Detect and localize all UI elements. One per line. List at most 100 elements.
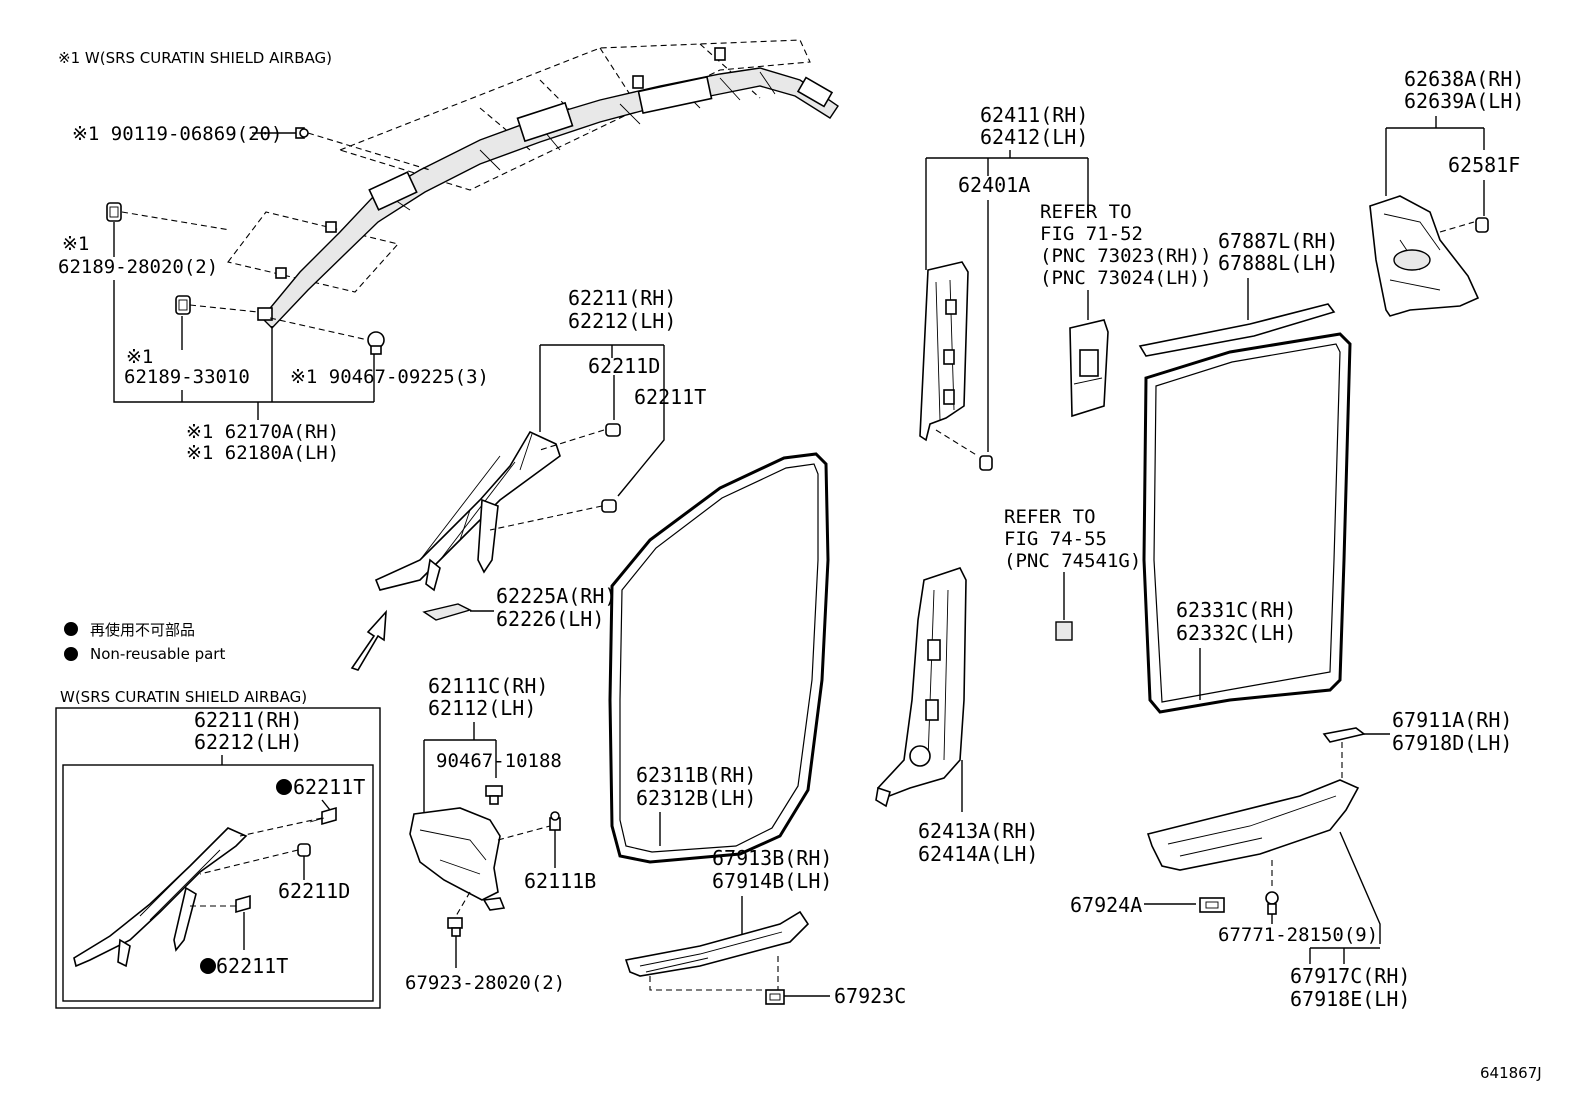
label-62226: 62226(LH) [496, 607, 604, 631]
inset-title: W(SRS CURATIN SHIELD AIRBAG) [60, 688, 307, 706]
label-62211D: 62211D [588, 354, 660, 378]
label-90119-06869: ※1 90119-06869(20) [72, 123, 282, 145]
rear-door-weatherstrip [1142, 332, 1352, 714]
label-62401A: 62401A [958, 173, 1030, 197]
c-pillar-garnish [1369, 195, 1480, 317]
clip-62401A [979, 455, 993, 471]
label-62170A: ※1 62170A(RH) [186, 421, 339, 443]
inset-label-62211T-b: 62211T [216, 954, 288, 978]
label-62111B: 62111B [524, 869, 596, 893]
label-62331C: 62331C(RH) [1176, 598, 1296, 622]
label-90467-10188: 90467-10188 [436, 750, 562, 772]
label-62180A: ※1 62180A(LH) [186, 442, 339, 464]
inset-label-62211T-a: 62211T [293, 775, 365, 799]
inset-label-62211D: 62211D [278, 879, 350, 903]
clip-67923-28020 [447, 917, 463, 937]
inset-label-62211: 62211(RH) [194, 708, 302, 732]
airbag-note: ※1 W(SRS CURATIN SHIELD AIRBAG) [58, 49, 332, 67]
seatbelt-anchor-cover [1069, 319, 1109, 418]
clip-62189-33010 [175, 295, 191, 315]
label-67917C: 67917C(RH) [1290, 964, 1410, 988]
clip-62189-28020 [106, 202, 122, 222]
refer2-c: (PNC 74541G) [1004, 550, 1141, 572]
legend-en: Non-reusable part [90, 645, 225, 663]
refer1-c: (PNC 73023(RH)) [1040, 245, 1212, 267]
label-62639A: 62639A(LH) [1404, 89, 1524, 113]
clip-67924A [1199, 897, 1225, 913]
front-door-weatherstrip [608, 452, 830, 864]
label-62412: 62412(LH) [980, 125, 1088, 149]
label-67887L: 67887L(RH) [1218, 229, 1338, 253]
label-67888L: 67888L(LH) [1218, 251, 1338, 275]
label-62111C: 62111C(RH) [428, 674, 548, 698]
label-67923C: 67923C [834, 984, 906, 1008]
legend-jp: 再使用不可部品 [90, 621, 195, 639]
refer2-a: REFER TO [1004, 506, 1096, 528]
inset-clip-62211T-b [235, 894, 251, 914]
mark-1b: ※1 [126, 346, 153, 368]
label-90467-09225: ※1 90467-09225(3) [290, 366, 489, 388]
clip-67911A [1322, 727, 1366, 743]
label-62211-rh: 62211(RH) [568, 286, 676, 310]
rear-scuff-plate [1146, 779, 1360, 871]
label-62189-28020: 62189-28020(2) [58, 256, 218, 278]
legend-dot-jp [64, 622, 78, 636]
scuff-plate-front [624, 910, 810, 977]
label-62411: 62411(RH) [980, 103, 1088, 127]
rear-door-weatherstrip-upper [1138, 303, 1336, 357]
cowl-side-trim [409, 807, 506, 911]
inset-dot-a [276, 779, 292, 795]
view-arrow [350, 609, 387, 671]
label-67913B: 67913B(RH) [712, 846, 832, 870]
clip-67923C [765, 989, 785, 1005]
label-62311B: 62311B(RH) [636, 763, 756, 787]
b-pillar-lower-garnish [875, 567, 967, 808]
label-62312B: 62312B(LH) [636, 786, 756, 810]
clip-62211T [601, 499, 617, 513]
clip-62211D [605, 423, 621, 437]
legend-dot-en [64, 647, 78, 661]
label-62332C: 62332C(LH) [1176, 621, 1296, 645]
clip-90467-10188 [485, 785, 503, 805]
refer1-a: REFER TO [1040, 201, 1132, 223]
label-62112: 62112(LH) [428, 696, 536, 720]
curtain-airbag-assembly [227, 39, 839, 330]
inset-outer-frame [55, 707, 381, 1009]
label-67918E: 67918E(LH) [1290, 987, 1410, 1011]
bolt-90467-09225 [367, 331, 385, 355]
refer1-d: (PNC 73024(LH)) [1040, 267, 1212, 289]
label-62211T: 62211T [634, 385, 706, 409]
label-67914B: 67914B(LH) [712, 869, 832, 893]
label-67771-28150: 67771-28150(9) [1218, 924, 1378, 946]
bolt-90119 [295, 127, 309, 139]
inset-pillar-garnish [73, 827, 248, 968]
label-67911A: 67911A(RH) [1392, 708, 1512, 732]
label-67923-28020: 67923-28020(2) [405, 972, 565, 994]
inset-clip-62211T-a [309, 806, 337, 826]
label-62414A: 62414A(LH) [918, 842, 1038, 866]
clip-67771-28150 [1265, 891, 1279, 915]
inset-dot-b [200, 958, 216, 974]
label-62638A: 62638A(RH) [1404, 67, 1524, 91]
label-62413A: 62413A(RH) [918, 819, 1038, 843]
refer1-b: FIG 71-52 [1040, 223, 1143, 245]
refer-74-55-part [1055, 621, 1073, 641]
label-62212-lh: 62212(LH) [568, 309, 676, 333]
label-67918D: 67918D(LH) [1392, 731, 1512, 755]
clip-62581F [1475, 217, 1489, 233]
a-pillar-garnish [374, 430, 561, 592]
inset-clip-62211D [297, 843, 311, 857]
figure-id: 641867J [1480, 1064, 1542, 1082]
mark-1a: ※1 [62, 233, 89, 255]
b-pillar-upper-garnish [919, 261, 969, 442]
label-67924A: 67924A [1070, 893, 1142, 917]
label-62225A: 62225A(RH) [496, 584, 616, 608]
label-62581F: 62581F [1448, 153, 1520, 177]
inset-label-62212: 62212(LH) [194, 730, 302, 754]
inset-inner-frame [62, 764, 374, 1002]
clip-62111B [549, 811, 561, 831]
refer2-b: FIG 74-55 [1004, 528, 1107, 550]
pad-62225A [422, 603, 472, 621]
label-62189-33010: 62189-33010 [124, 366, 250, 388]
